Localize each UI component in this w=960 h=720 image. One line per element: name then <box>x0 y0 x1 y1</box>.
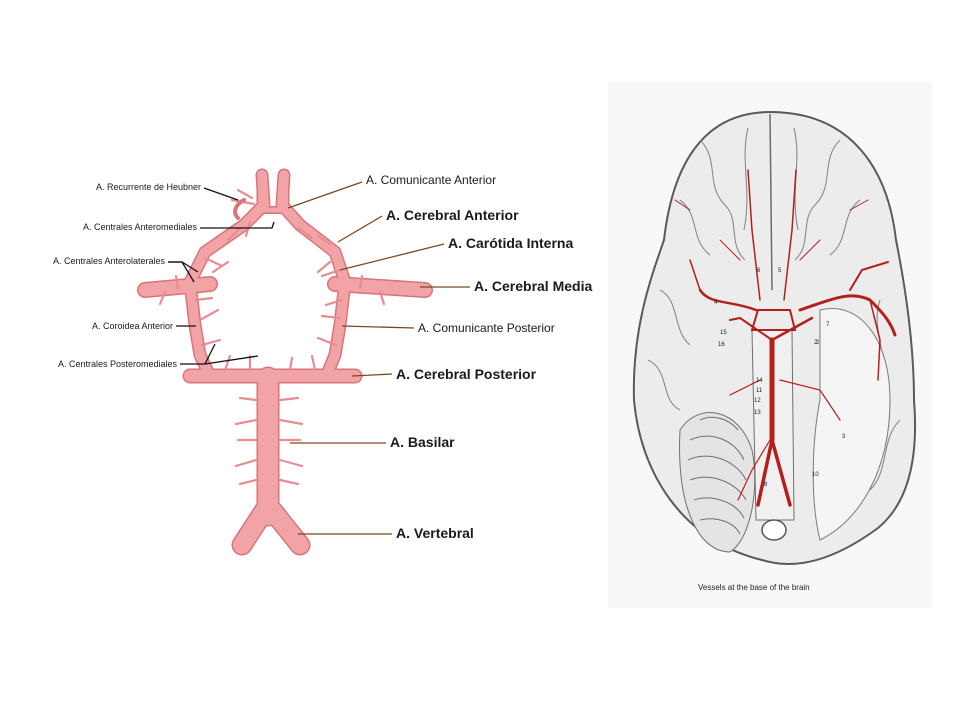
callout-8: 8 <box>764 482 768 488</box>
label-centrales-posteromediales: A. Centrales Posteromediales <box>58 359 178 369</box>
label-cerebral-media: A. Cerebral Media <box>474 278 592 294</box>
vessel-network <box>674 169 897 507</box>
callout-5: 5 <box>778 268 782 274</box>
circle-of-willis-diagram: A. Recurrente de Heubner A. Centrales An… <box>53 168 593 556</box>
callout-13: 13 <box>754 410 761 416</box>
callout-15: 15 <box>720 330 727 336</box>
label-cerebral-anterior: A. Cerebral Anterior <box>386 207 519 223</box>
label-vertebral: A. Vertebral <box>396 525 474 541</box>
callout-2: 2 <box>816 340 820 346</box>
callout-7: 7 <box>826 322 830 328</box>
label-carotida-interna: A. Carótida Interna <box>448 235 573 251</box>
label-cerebral-posterior: A. Cerebral Posterior <box>396 366 537 382</box>
callout-10: 10 <box>812 472 819 478</box>
figure-caption: Vessels at the base of the brain <box>698 583 810 592</box>
label-comunicante-posterior: A. Comunicante Posterior <box>418 321 555 335</box>
callout-3: 3 <box>842 434 846 440</box>
numbered-callouts: 2 2 2 2 3 4 5 6 7 8 10 11 12 13 14 15 16 <box>714 268 846 488</box>
label-comunicante-anterior: A. Comunicante Anterior <box>366 173 496 187</box>
cerebellum <box>679 412 756 553</box>
svg-text:2: 2 <box>814 340 818 346</box>
leader-lines <box>168 181 470 535</box>
callout-14: 14 <box>756 378 763 384</box>
callout-6: 6 <box>757 268 761 274</box>
diagram-labels: A. Recurrente de Heubner A. Centrales An… <box>53 173 593 541</box>
callout-11: 11 <box>756 388 763 394</box>
label-centrales-anteromediales: A. Centrales Anteromediales <box>83 222 198 232</box>
callout-4: 4 <box>714 300 718 306</box>
callout-16: 16 <box>718 342 725 348</box>
brain-base-illustration: 2 2 2 2 3 4 5 6 7 8 10 11 12 13 14 15 16… <box>608 82 932 608</box>
label-centrales-anterolaterales: A. Centrales Anterolaterales <box>53 256 166 266</box>
label-coroidea-anterior: A. Coroidea Anterior <box>92 321 173 331</box>
callout-12: 12 <box>754 398 761 404</box>
label-recurrente-heubner: A. Recurrente de Heubner <box>96 182 201 192</box>
label-basilar: A. Basilar <box>390 434 455 450</box>
artery-network <box>137 168 433 556</box>
